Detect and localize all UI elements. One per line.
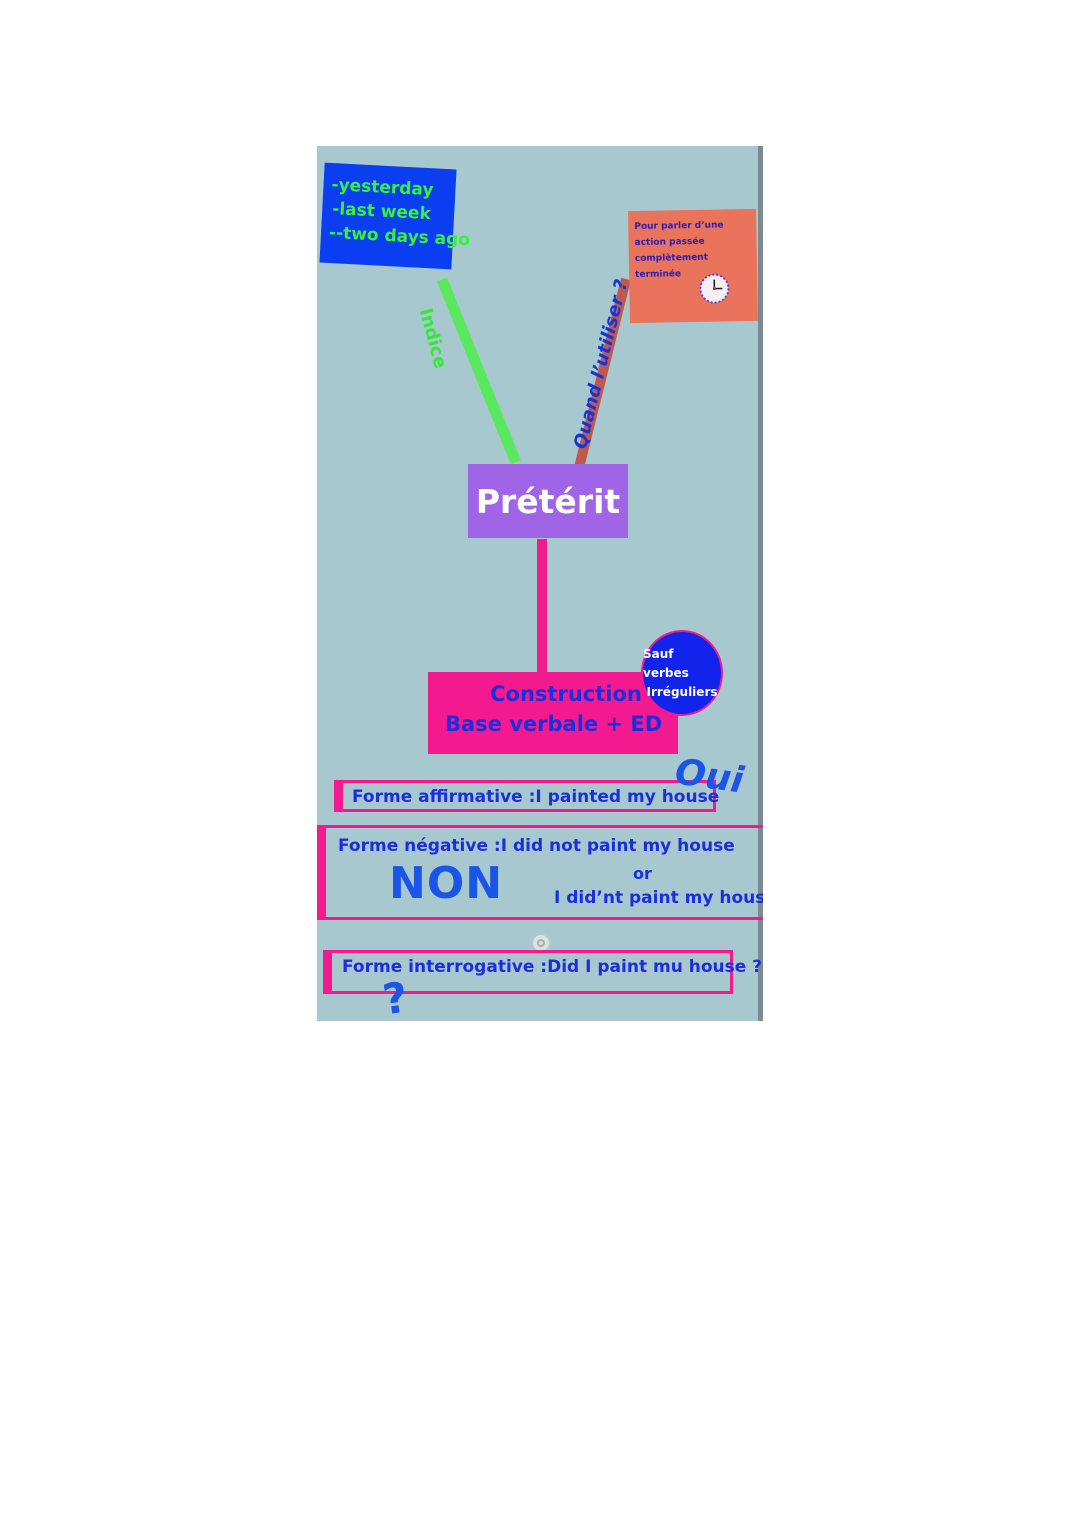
indice-link-label: Indice <box>414 306 451 371</box>
usage-link-label: Quand l’utiliser ? <box>570 277 633 452</box>
usage-box: Pour parler d’une action passée complète… <box>628 208 758 324</box>
mind-map-canvas: -yesterday -last week --two days ago Ind… <box>317 146 763 1021</box>
form-negative-or: or <box>633 864 652 883</box>
form-interrogative: Forme interrogative :Did I paint mu hous… <box>323 950 762 994</box>
usage-text: Pour parler d’une action passée complète… <box>634 220 724 281</box>
link-indice <box>436 277 521 465</box>
non-badge: NON <box>389 858 504 909</box>
form-interrogative-text: Forme interrogative :Did I paint mu hous… <box>342 957 763 977</box>
clock-icon <box>699 273 730 304</box>
exception-line: Sauf verbes <box>643 646 689 680</box>
construction-box: Construction Base verbale + ED <box>428 672 678 754</box>
form-affirmative: Forme affirmative :I painted my house <box>334 780 720 812</box>
form-affirmative-text: Forme affirmative :I painted my house <box>352 787 720 807</box>
form-negative-contracted: I did’nt paint my house <box>554 888 763 908</box>
indices-box: -yesterday -last week --two days ago <box>319 162 471 270</box>
link-construction <box>537 539 547 675</box>
page-title: Prétérit <box>475 481 621 521</box>
exception-badge: Sauf verbes Irréguliers <box>641 630 723 716</box>
form-negative-text: Forme négative :I did not paint my house <box>338 836 735 856</box>
construction-label: Construction <box>490 682 642 706</box>
form-negative: Forme négative :I did not paint my house… <box>317 825 763 920</box>
title-box: Prétérit <box>468 464 628 538</box>
construction-formula: Base verbale + ED <box>445 712 663 736</box>
canvas-edge <box>758 146 763 1021</box>
indice-item: --two days ago <box>328 222 471 251</box>
exception-line: Irréguliers <box>646 684 718 699</box>
